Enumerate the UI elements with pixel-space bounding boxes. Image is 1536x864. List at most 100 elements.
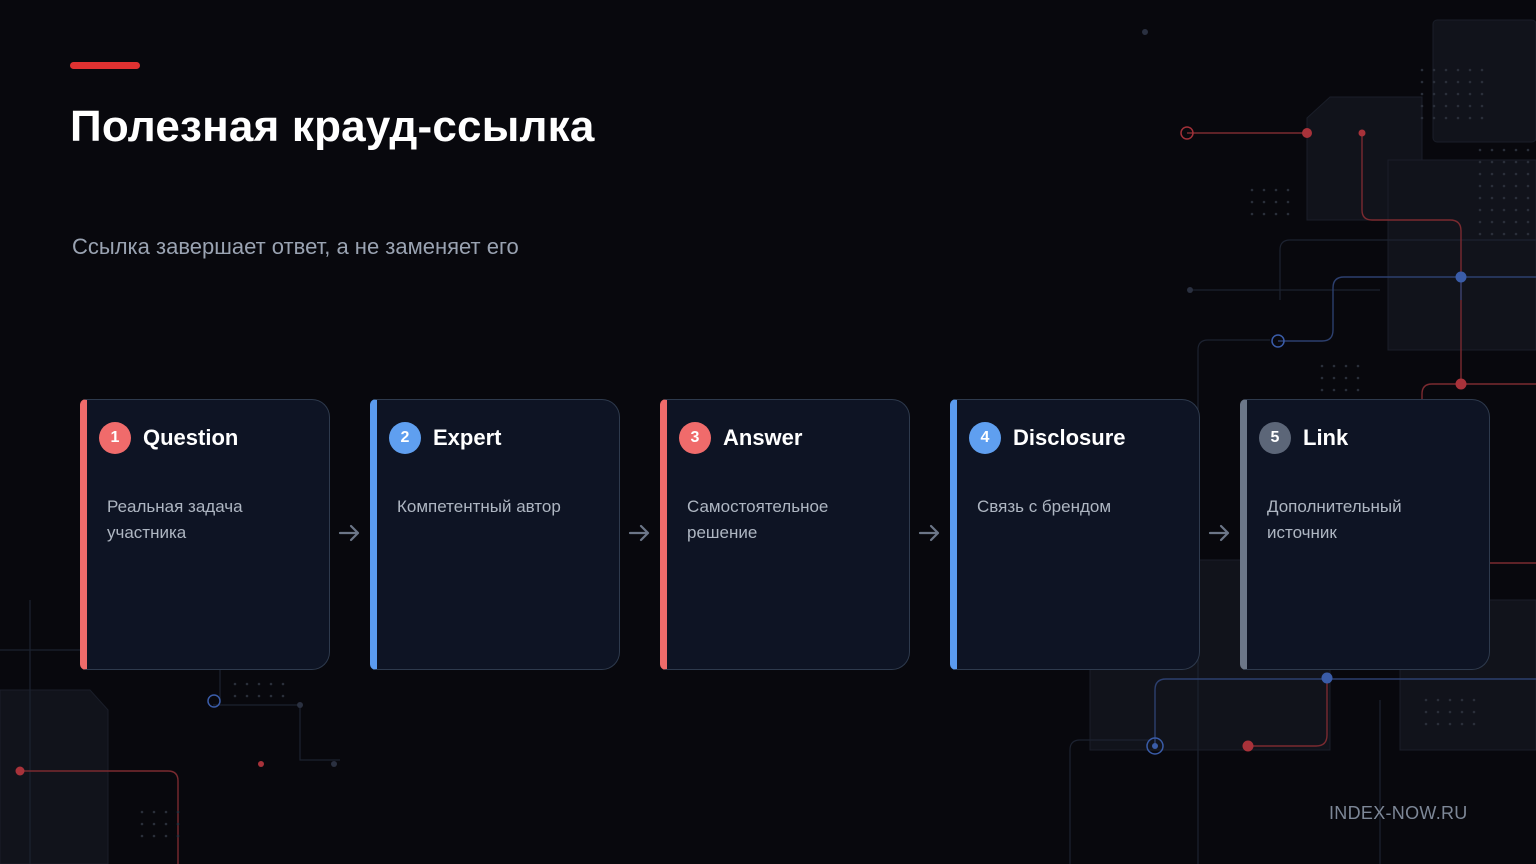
background-dot <box>1478 232 1482 236</box>
step-description: Компетентный автор <box>397 497 561 516</box>
background-dot <box>1448 698 1452 702</box>
background-dot <box>1456 92 1460 96</box>
background-dot <box>233 682 237 686</box>
background-dot <box>1420 92 1424 96</box>
background-dot <box>1344 364 1348 368</box>
background-dot <box>1502 160 1506 164</box>
background-dot <box>152 822 156 826</box>
background-dot <box>1444 80 1448 84</box>
background-dot <box>1424 722 1428 726</box>
background-dot <box>1478 184 1482 188</box>
step-header: 4 Disclosure <box>969 422 1126 454</box>
background-dot <box>1526 232 1530 236</box>
step-card-answer: 3 Answer Самостоятельное решение <box>660 399 910 670</box>
background-dot <box>1432 116 1436 120</box>
background-dot <box>1502 172 1506 176</box>
background-dot <box>1262 212 1266 216</box>
background-dot <box>1490 220 1494 224</box>
background-dot <box>1420 80 1424 84</box>
step-description: Реальная задача участника <box>107 497 243 542</box>
background-dot <box>233 694 237 698</box>
arrow-right-icon <box>628 524 650 542</box>
background-dot <box>1320 376 1324 380</box>
step-title: Answer <box>723 425 803 450</box>
background-dot <box>1514 196 1518 200</box>
background-dot <box>1490 196 1494 200</box>
background-dot <box>1460 722 1464 726</box>
background-dot <box>1356 376 1360 380</box>
background-dot <box>1274 188 1278 192</box>
background-dot <box>1468 92 1472 96</box>
background-dot <box>1424 698 1428 702</box>
step-title: Question <box>143 425 239 450</box>
background-dot <box>1432 80 1436 84</box>
background-dot <box>1526 172 1530 176</box>
background-dot <box>1420 68 1424 72</box>
background-dot <box>1472 722 1476 726</box>
background-dot <box>1274 212 1278 216</box>
step-header: 2 Expert <box>389 422 501 454</box>
background-dot <box>176 810 180 814</box>
background-dot <box>140 822 144 826</box>
background-dot <box>1286 200 1290 204</box>
background-dot <box>1444 116 1448 120</box>
background-dot <box>1514 172 1518 176</box>
background-dot <box>1514 220 1518 224</box>
background-dot <box>1262 188 1266 192</box>
background-dot <box>1456 104 1460 108</box>
background-dot <box>1468 104 1472 108</box>
step-card-link: 5 Link Дополнительный источник <box>1240 399 1490 670</box>
background-dot <box>1286 212 1290 216</box>
background-dot <box>152 810 156 814</box>
background-dot <box>1478 172 1482 176</box>
background-dot <box>1502 220 1506 224</box>
background-dot <box>1526 184 1530 188</box>
background-dot <box>1514 208 1518 212</box>
step-number-badge: 3 <box>679 422 711 454</box>
background-dot <box>1480 80 1484 84</box>
background-dot <box>1448 722 1452 726</box>
arrow-right-icon <box>918 524 940 542</box>
background-dot <box>1432 68 1436 72</box>
arrow-right-icon <box>1208 524 1230 542</box>
background-dot <box>281 682 285 686</box>
background-dot <box>1502 148 1506 152</box>
background-dot <box>1332 376 1336 380</box>
step-card-disclosure: 4 Disclosure Связь с брендом <box>950 399 1200 670</box>
background-dot <box>1424 710 1428 714</box>
step-number-badge: 2 <box>389 422 421 454</box>
background-dot <box>1262 200 1266 204</box>
background-dot <box>1432 104 1436 108</box>
background-dot <box>1436 698 1440 702</box>
slide-title: Полезная крауд-ссылка <box>70 102 595 151</box>
step-title: Link <box>1303 425 1349 450</box>
background-dot <box>164 810 168 814</box>
background-dot <box>1356 388 1360 392</box>
title-accent-bar <box>70 62 140 69</box>
background-dot <box>245 682 249 686</box>
background-dot <box>1436 722 1440 726</box>
background-dot <box>1344 376 1348 380</box>
background-dot <box>1444 92 1448 96</box>
background-dot <box>1420 104 1424 108</box>
background-dot <box>176 834 180 838</box>
step-header: 1 Question <box>99 422 238 454</box>
background-dot <box>1480 68 1484 72</box>
background-dot <box>152 834 156 838</box>
background-dot <box>1468 116 1472 120</box>
background-dot <box>1320 364 1324 368</box>
step-title: Disclosure <box>1013 425 1126 450</box>
background-dot <box>1490 148 1494 152</box>
background-dot <box>1478 160 1482 164</box>
slide-subtitle: Ссылка завершает ответ, а не заменяет ег… <box>72 234 519 259</box>
background-dot <box>1356 364 1360 368</box>
background-dot <box>1526 208 1530 212</box>
background-dot <box>257 694 261 698</box>
background-dot <box>1448 710 1452 714</box>
step-number-badge: 5 <box>1259 422 1291 454</box>
background-dot <box>1444 104 1448 108</box>
background-dot <box>1502 184 1506 188</box>
background-dot <box>1478 208 1482 212</box>
background-dot <box>1502 208 1506 212</box>
background-dot <box>1456 116 1460 120</box>
